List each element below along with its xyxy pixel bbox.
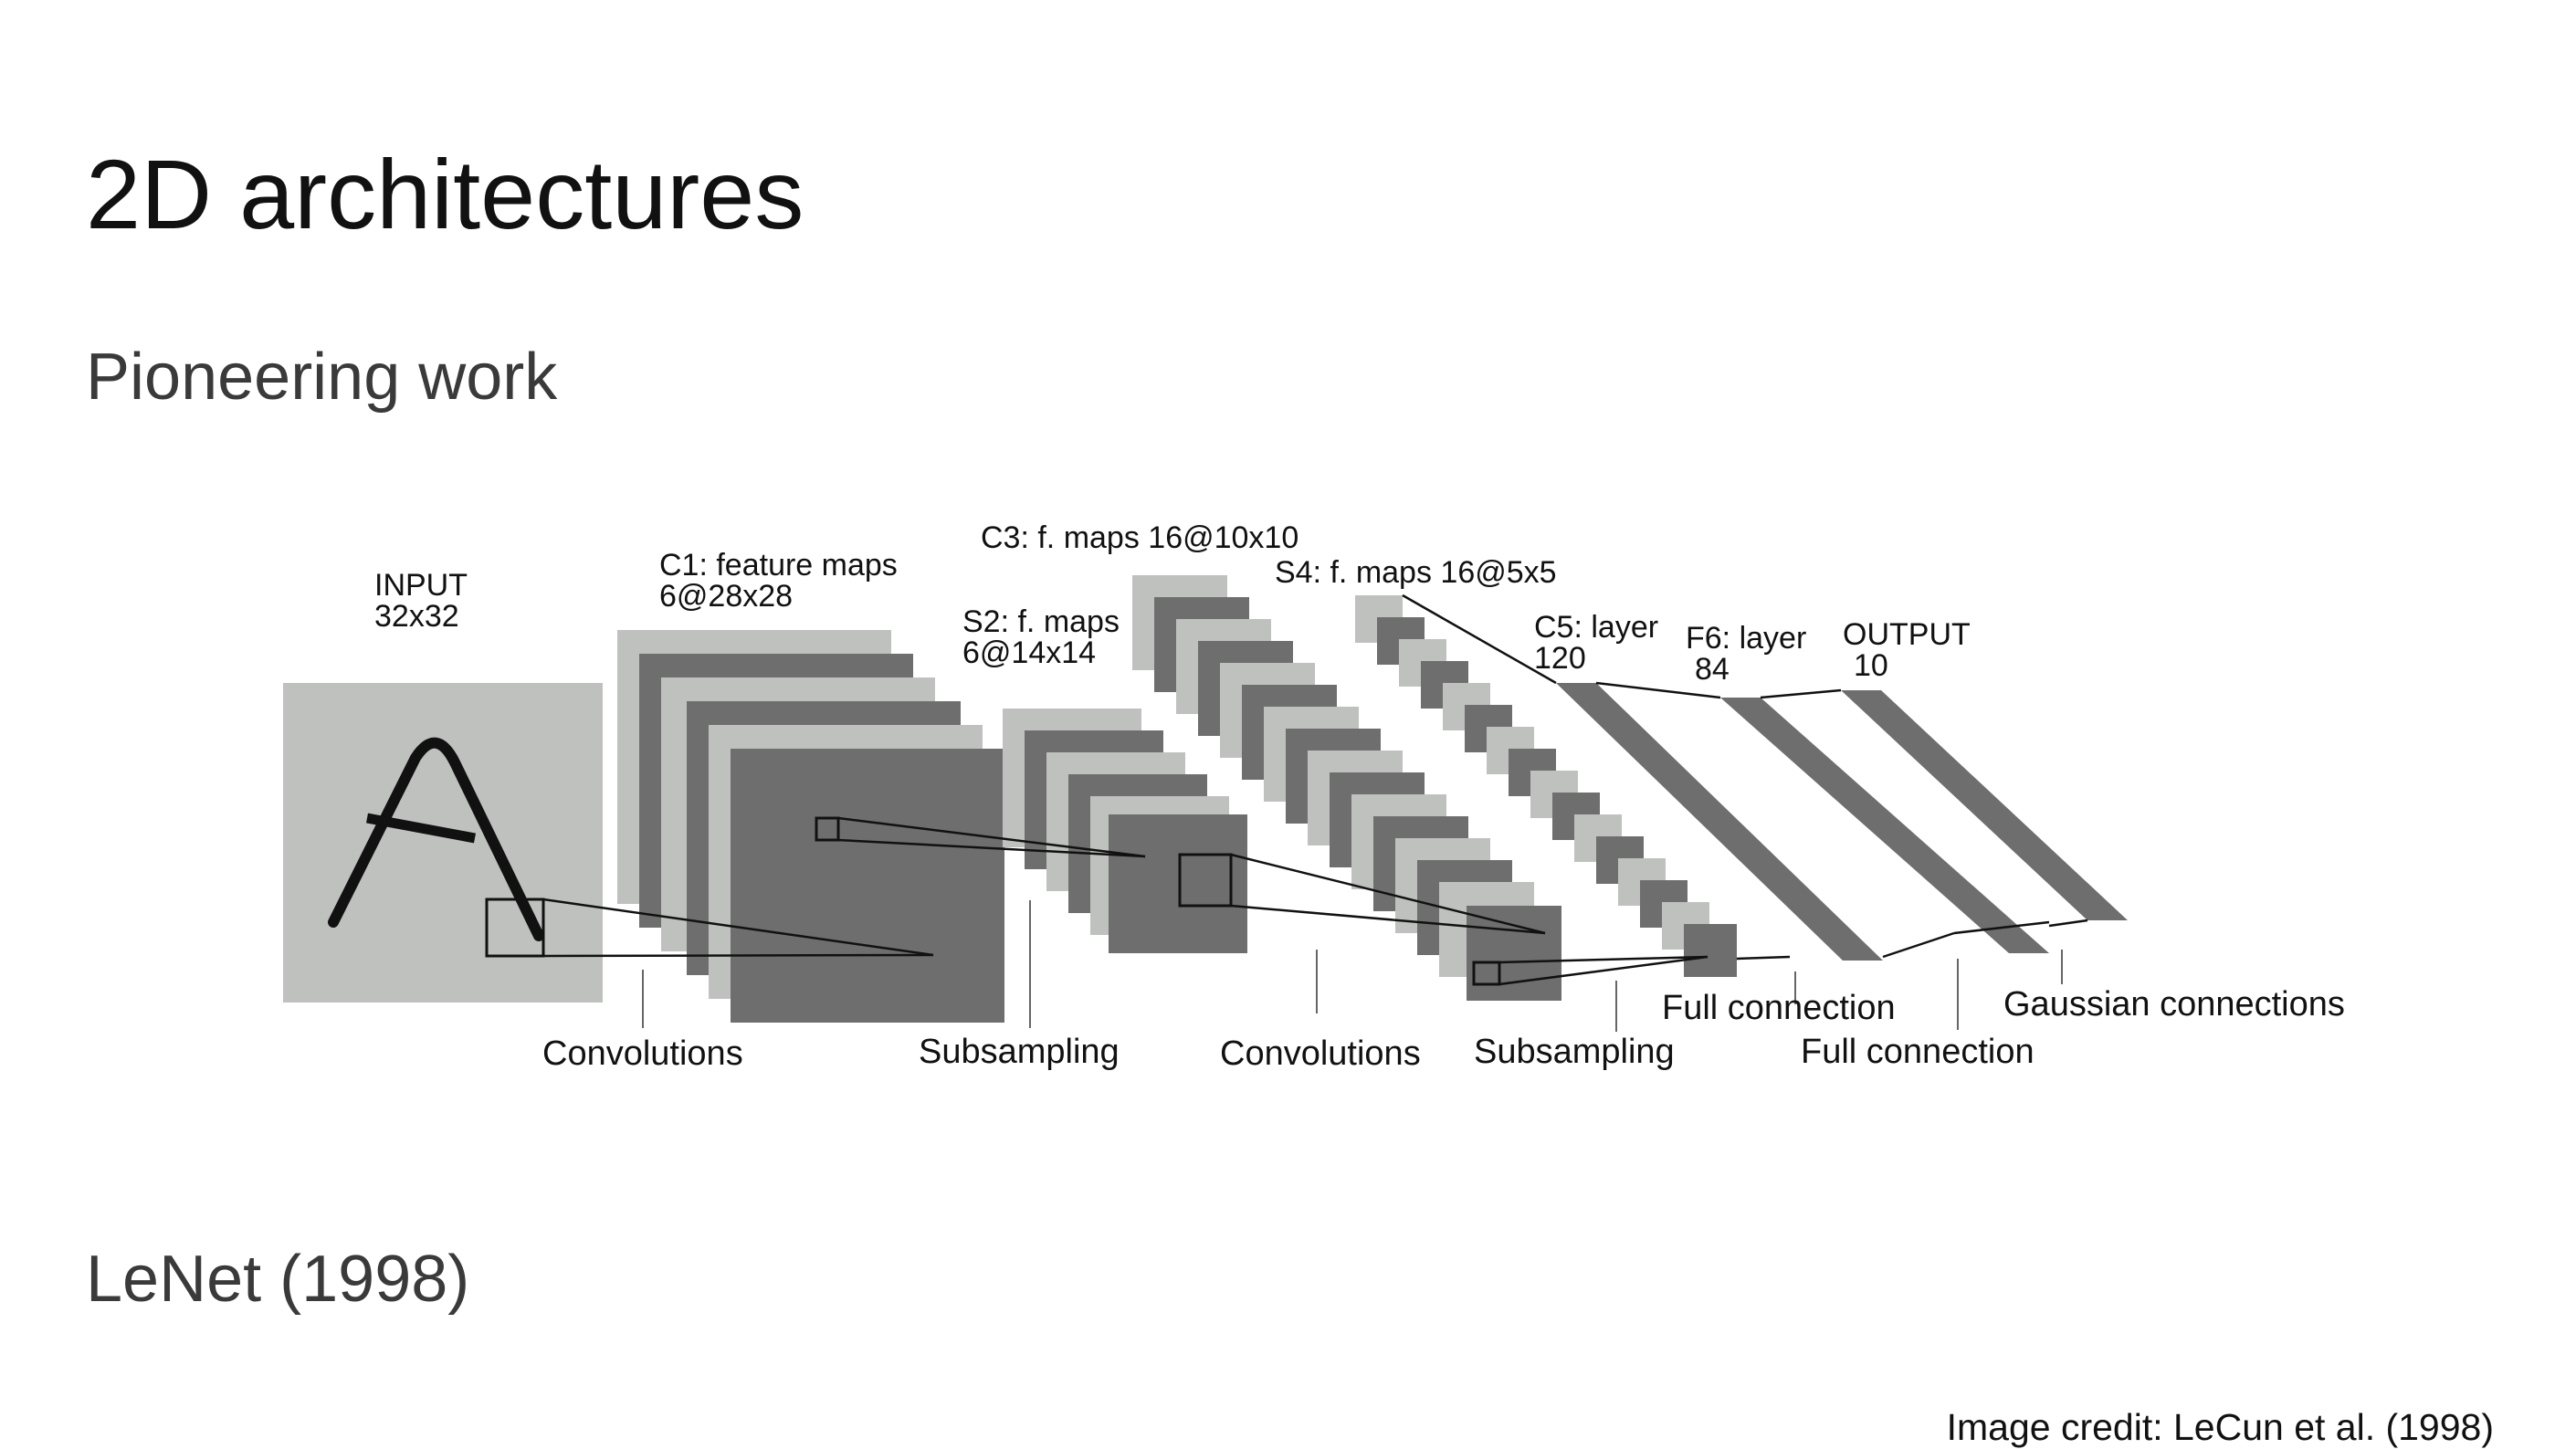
input-label: INPUT [374, 568, 468, 603]
c1-feature-maps [617, 630, 1004, 1023]
slide-subtitle: Pioneering work [86, 341, 558, 414]
lenet-architecture-diagram: INPUT 32x32 C1: feature maps 6@28x28 S2:… [283, 520, 2345, 1073]
s2-size: 6@14x14 [962, 635, 1096, 670]
connection-lines [542, 593, 2088, 986]
output-size: 10 [1854, 648, 1888, 683]
slide-title: 2D architectures [86, 139, 804, 249]
s4-label: S4: f. maps 16@5x5 [1275, 555, 1557, 590]
op-convolutions-2: Convolutions [1220, 1034, 1421, 1073]
s4-feature-maps [1355, 595, 1737, 977]
c1-size: 6@28x28 [659, 579, 793, 614]
op-gaussian-connections: Gaussian connections [2003, 985, 2345, 1024]
op-subsampling-1: Subsampling [919, 1033, 1120, 1071]
f6-label: F6: layer [1686, 621, 1806, 656]
operation-ticks [642, 900, 2063, 1032]
output-label: OUTPUT [1843, 617, 1971, 652]
input-layer [283, 683, 603, 1003]
c3-feature-maps [1132, 575, 1561, 1001]
input-size: 32x32 [374, 599, 459, 634]
op-convolutions-1: Convolutions [542, 1034, 743, 1073]
op-full-connection-2: Full connection [1801, 1033, 2035, 1071]
c3-label: C3: f. maps 16@10x10 [981, 520, 1299, 555]
f6-size: 84 [1695, 652, 1730, 687]
c5-size: 120 [1534, 641, 1586, 676]
op-subsampling-2: Subsampling [1474, 1033, 1675, 1071]
image-credit: Image credit: LeCun et al. (1998) [1946, 1406, 2494, 1448]
op-full-connection-1: Full connection [1662, 989, 1896, 1027]
s2-feature-maps [1003, 709, 1247, 953]
fully-connected-bands [1556, 683, 2128, 961]
diagram-caption: LeNet (1998) [86, 1243, 470, 1316]
c5-label: C5: layer [1534, 610, 1658, 645]
c1-label: C1: feature maps [659, 548, 898, 583]
s2-label: S2: f. maps [962, 604, 1120, 639]
